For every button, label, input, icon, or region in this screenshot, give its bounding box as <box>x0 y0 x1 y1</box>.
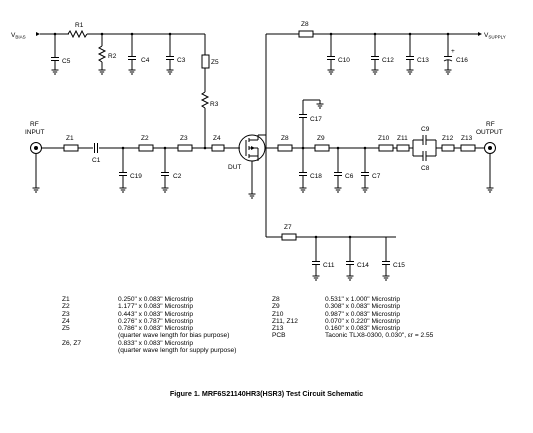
c6-capacitor <box>333 172 343 176</box>
dut-label: DUT <box>228 164 241 171</box>
z10-label: Z10 <box>378 135 390 142</box>
r2-resistor <box>97 45 107 63</box>
c10-label: C10 <box>338 57 350 64</box>
parts-row: (quarter wave length for supply purpose) <box>118 347 237 355</box>
c10-capacitor <box>326 56 336 60</box>
z1-microstrip <box>63 144 79 152</box>
z4-label: Z4 <box>213 135 221 142</box>
c19-capacitor <box>118 172 128 176</box>
c15-label: C15 <box>393 262 405 269</box>
z9-label: Z9 <box>317 135 325 142</box>
rf-input-label-2: INPUT <box>25 129 45 136</box>
parts-row: (quarter wave length for bias purpose) <box>118 332 230 340</box>
c12-label: C12 <box>382 57 394 64</box>
c5-capacitor <box>50 57 60 61</box>
c7-capacitor <box>360 172 370 176</box>
z1-label: Z1 <box>66 135 74 142</box>
r3-label: R3 <box>210 101 219 108</box>
z5-microstrip <box>201 54 210 69</box>
z6-label: Z8 <box>301 21 309 28</box>
z9-microstrip <box>314 144 330 152</box>
z11-microstrip <box>396 144 410 152</box>
z11-label: Z11 <box>397 135 408 142</box>
c13-label: C13 <box>417 57 429 64</box>
bias-network: VBIAS R1 C5 R2 C4 C3 Z5 <box>11 22 219 150</box>
c4-capacitor <box>127 56 137 60</box>
c11-capacitor <box>311 261 321 265</box>
c11-label: C11 <box>323 262 335 269</box>
vsupply-label: VSUPPLY <box>484 32 506 40</box>
c16-label: C16 <box>456 57 468 64</box>
c3-label: C3 <box>177 57 186 64</box>
z8-microstrip <box>277 144 293 152</box>
z7-microstrip <box>281 233 297 241</box>
c13-capacitor <box>405 56 415 60</box>
rf-input-label-1: RF <box>30 121 39 128</box>
z7-label: Z7 <box>284 224 292 231</box>
c9-label: C9 <box>421 126 430 133</box>
c8-label: C8 <box>421 165 430 172</box>
rf-output-label-2: OUTPUT <box>476 129 503 136</box>
c12-capacitor <box>370 56 380 60</box>
c5-label: C5 <box>62 58 71 65</box>
z3-microstrip <box>177 144 193 152</box>
z6-microstrip <box>298 30 314 38</box>
output-network: Z8 C17 C18 Z9 C6 C7 Z <box>266 99 503 193</box>
input-network: RF INPUT Z1 C1 C19 Z2 C2 Z3 <box>25 121 240 193</box>
z13-label: Z13 <box>461 135 473 142</box>
c14-capacitor <box>345 261 355 265</box>
z3-label: Z3 <box>180 135 188 142</box>
c2-capacitor <box>160 172 170 176</box>
c17-label: C17 <box>310 116 322 123</box>
z12-label: Z12 <box>442 135 454 142</box>
vbias-label: VBIAS <box>11 32 26 40</box>
c16-plus: + <box>451 48 455 55</box>
figure-caption: Figure 1. MRF6S21140HR3(HSR3) Test Circu… <box>169 389 364 398</box>
c15-capacitor <box>381 261 391 265</box>
z12-microstrip <box>441 144 455 152</box>
c18-label: C18 <box>310 173 322 180</box>
c4-label: C4 <box>141 57 150 64</box>
z5-label: Z5 <box>211 59 219 66</box>
c3-capacitor <box>165 56 175 60</box>
c6-label: C6 <box>345 173 354 180</box>
r3-resistor <box>200 91 210 109</box>
rf-output-label-1: RF <box>486 121 495 128</box>
r2-label: R2 <box>108 53 117 60</box>
r1-resistor <box>67 29 88 39</box>
z4-microstrip <box>211 144 225 152</box>
c19-label: C19 <box>130 173 142 180</box>
z2-microstrip <box>138 144 154 152</box>
circuit-schematic: VBIAS R1 C5 R2 C4 C3 Z5 <box>11 21 506 281</box>
z13-microstrip <box>460 144 476 152</box>
dut-transistor: DUT <box>228 134 267 199</box>
r1-label: R1 <box>75 22 84 29</box>
c14-label: C14 <box>357 262 369 269</box>
supply-network: VSUPPLY Z8 C10 C12 C13 + C16 <box>265 21 506 281</box>
c1-label: C1 <box>92 157 101 164</box>
z10-microstrip <box>378 144 394 152</box>
c2-label: C2 <box>173 173 182 180</box>
z2-label: Z2 <box>141 135 149 142</box>
c7-label: C7 <box>372 173 381 180</box>
z8-label: Z8 <box>281 135 289 142</box>
